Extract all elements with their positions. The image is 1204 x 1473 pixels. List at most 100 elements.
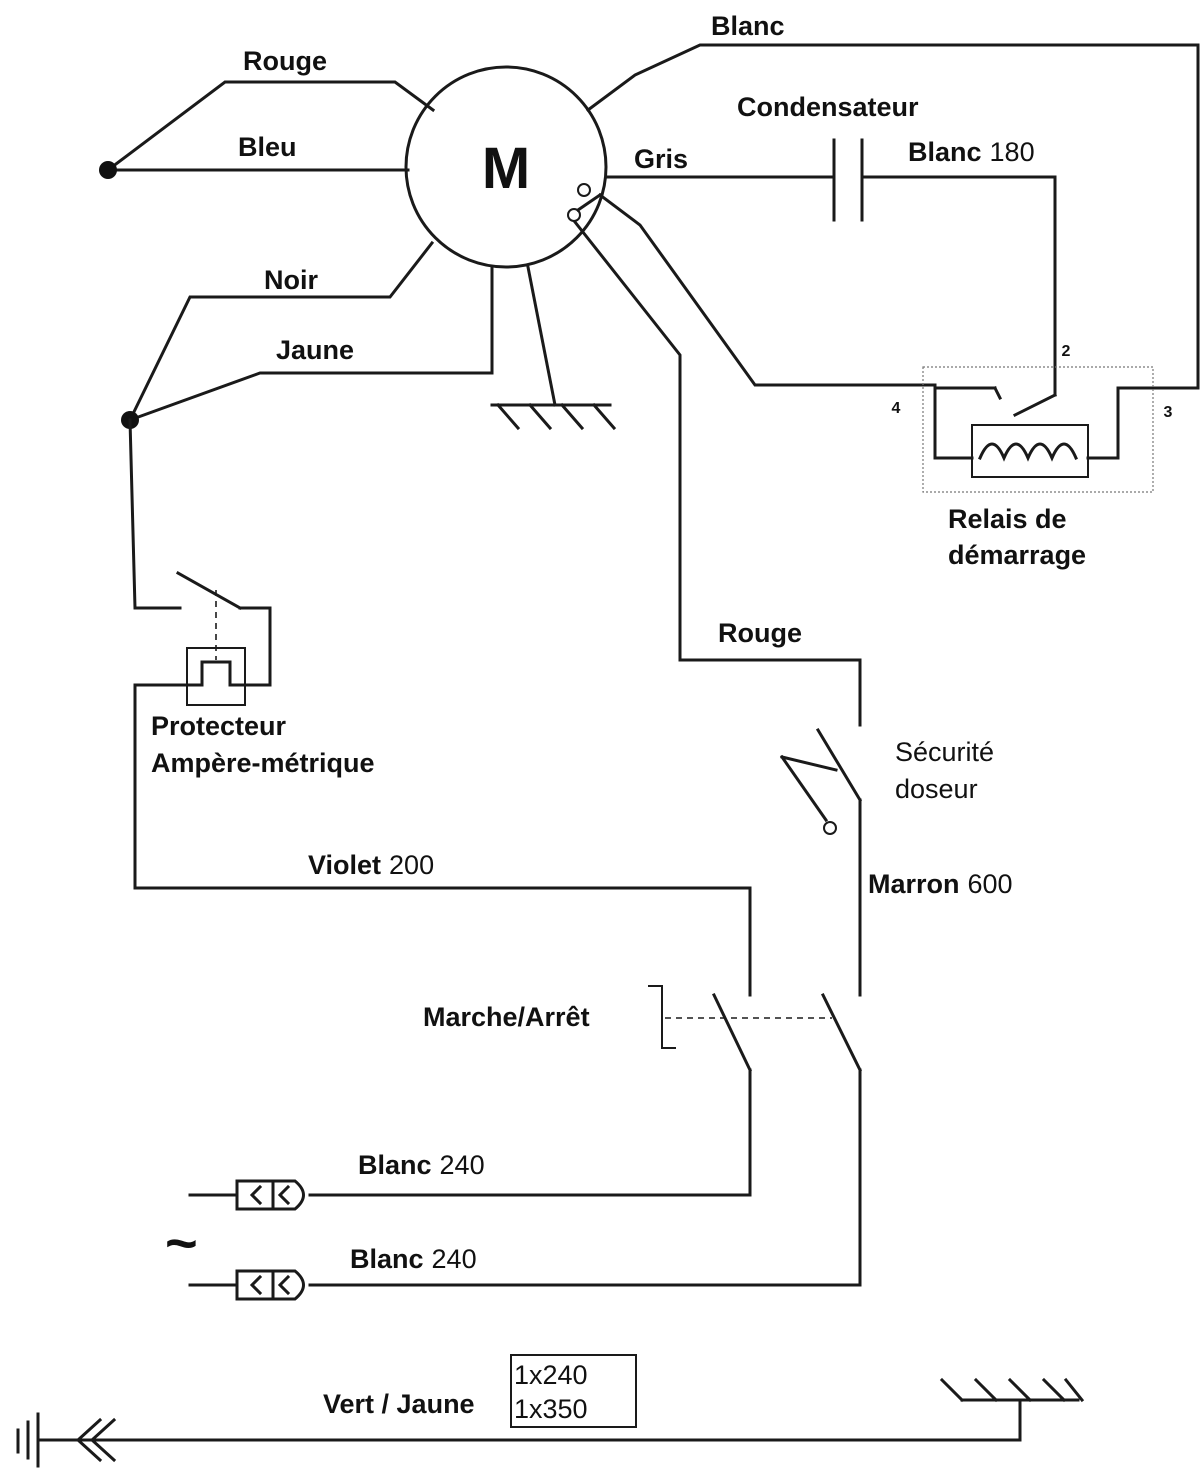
safety-blade: [815, 727, 863, 803]
plug-1: [188, 1179, 305, 1211]
label-blanc-180-value: 180: [990, 137, 1035, 167]
label-blanc-240-b: Blanc 240: [350, 1244, 477, 1274]
relay-boundary: [922, 366, 1154, 493]
plug-2: [188, 1269, 305, 1301]
relay-contact-moving: [1012, 392, 1058, 418]
label-supply-ac: ~: [165, 1211, 198, 1274]
chassis-tick-5: [1063, 1377, 1085, 1403]
plug-1-chevron-a: [249, 1184, 263, 1206]
label-violet-value: 200: [389, 850, 434, 880]
label-blanc-240-b-color: Blanc: [350, 1244, 424, 1274]
condensateur-branch: [604, 138, 1057, 397]
on-off-switch: [308, 985, 863, 1287]
earth-spec-line-1: 1x240: [514, 1360, 588, 1390]
ground-tick-4: [591, 402, 617, 431]
junction-dot-top: [99, 161, 117, 179]
protector-wire-right: [238, 606, 272, 687]
label-protecteur-2: Ampère-métrique: [151, 748, 375, 778]
wire-blanc-180: [860, 175, 1057, 397]
wire-rouge-top: [105, 80, 436, 173]
current-protector: [133, 570, 752, 997]
start-relay: 2 4 3: [892, 343, 1173, 493]
label-rouge-mid: Rouge: [718, 618, 802, 648]
rouge-bleu-junction: [99, 80, 436, 179]
on-off-blade-2: [820, 992, 863, 1073]
relay-contact-hook: [992, 385, 1003, 401]
chassis-tick-3: [1007, 1377, 1033, 1403]
safety-switch: [779, 723, 863, 997]
label-blanc-180: Blanc 180: [908, 137, 1035, 167]
protector-box: [186, 647, 246, 706]
plug-1-body: [235, 1179, 305, 1211]
motor: M: [404, 65, 608, 269]
relay-terminal-2: 2: [1062, 343, 1071, 360]
label-violet-color: Violet: [308, 850, 381, 880]
label-marron-value: 600: [968, 869, 1013, 899]
safety-contact: [823, 821, 837, 835]
wire-violet-200: [133, 683, 752, 997]
safety-actuator: [780, 755, 838, 772]
ground-tick-3: [559, 402, 585, 431]
chassis-tick-4: [1041, 1377, 1067, 1403]
plug-2-chevron-a: [249, 1274, 263, 1296]
wire-rouge-mid: [572, 219, 862, 727]
earth-chevron-2: [89, 1417, 117, 1463]
label-marron-600: Marron 600: [868, 869, 1013, 899]
label-blanc-top: Blanc: [711, 11, 785, 41]
label-securite-1: Sécurité: [895, 737, 994, 767]
motor-thermal-link: [575, 192, 603, 213]
wire-to-relay-4: [597, 192, 937, 460]
plug-2-chevron-b: [277, 1274, 291, 1296]
label-marche-arret: Marche/Arrêt: [423, 1002, 590, 1032]
label-marron-color: Marron: [868, 869, 960, 899]
label-blanc-240-a: Blanc 240: [358, 1150, 485, 1180]
wire-jaune: [128, 266, 494, 422]
motor-thermal-contact-2: [567, 208, 581, 222]
wire-blanc-240-a: [308, 1068, 752, 1197]
label-jaune: Jaune: [276, 335, 354, 365]
relay-terminal-3: 3: [1164, 404, 1173, 421]
wire-noir: [127, 240, 435, 423]
ground-tick-2: [527, 402, 553, 431]
earth-chevron-1: [75, 1417, 103, 1463]
motor-label: M: [482, 136, 530, 201]
motor-thermal-contact-1: [577, 183, 591, 197]
label-relais-1: Relais de: [948, 504, 1067, 534]
relay-coil-icon: [978, 442, 1078, 462]
chassis-tick-2: [973, 1377, 999, 1403]
earth-spec-line-2: 1x350: [514, 1394, 588, 1424]
noir-jaune-junction: [121, 240, 494, 610]
label-vert-jaune: Vert / Jaune: [323, 1389, 475, 1419]
protector-bimetal-icon: [188, 660, 244, 687]
label-violet-200: Violet 200: [308, 850, 434, 880]
motor-ground: [490, 265, 617, 431]
chassis-tick-1: [939, 1377, 965, 1403]
wire-blanc-240-b: [308, 1068, 862, 1287]
label-blanc-240-a-value: 240: [440, 1150, 485, 1180]
on-off-bracket: [648, 985, 676, 1049]
label-blanc-240-a-color: Blanc: [358, 1150, 432, 1180]
label-blanc-180-color: Blanc: [908, 137, 982, 167]
label-gris: Gris: [634, 144, 688, 174]
on-off-blade-1: [711, 992, 753, 1073]
label-protecteur-1: Protecteur: [151, 711, 287, 741]
motor-circle: [404, 65, 608, 269]
relay-terminal-4: 4: [892, 400, 901, 417]
wire-motor-ground: [526, 265, 557, 407]
wire-to-protector: [128, 418, 182, 610]
plug-1-chevron-b: [277, 1184, 291, 1206]
relay-coil-box: [971, 424, 1089, 478]
earth-line: [16, 1354, 1085, 1468]
label-relais-2: démarrage: [948, 540, 1086, 570]
label-noir: Noir: [264, 265, 318, 295]
label-bleu: Bleu: [238, 132, 297, 162]
label-blanc-240-b-value: 240: [432, 1244, 477, 1274]
plug-2-body: [235, 1269, 305, 1301]
safety-arm: [779, 754, 829, 823]
protector-switch-blade: [175, 570, 243, 611]
ground-tick-1: [495, 402, 521, 431]
earth-spec-box: [510, 1354, 637, 1428]
label-condensateur: Condensateur: [737, 92, 919, 122]
